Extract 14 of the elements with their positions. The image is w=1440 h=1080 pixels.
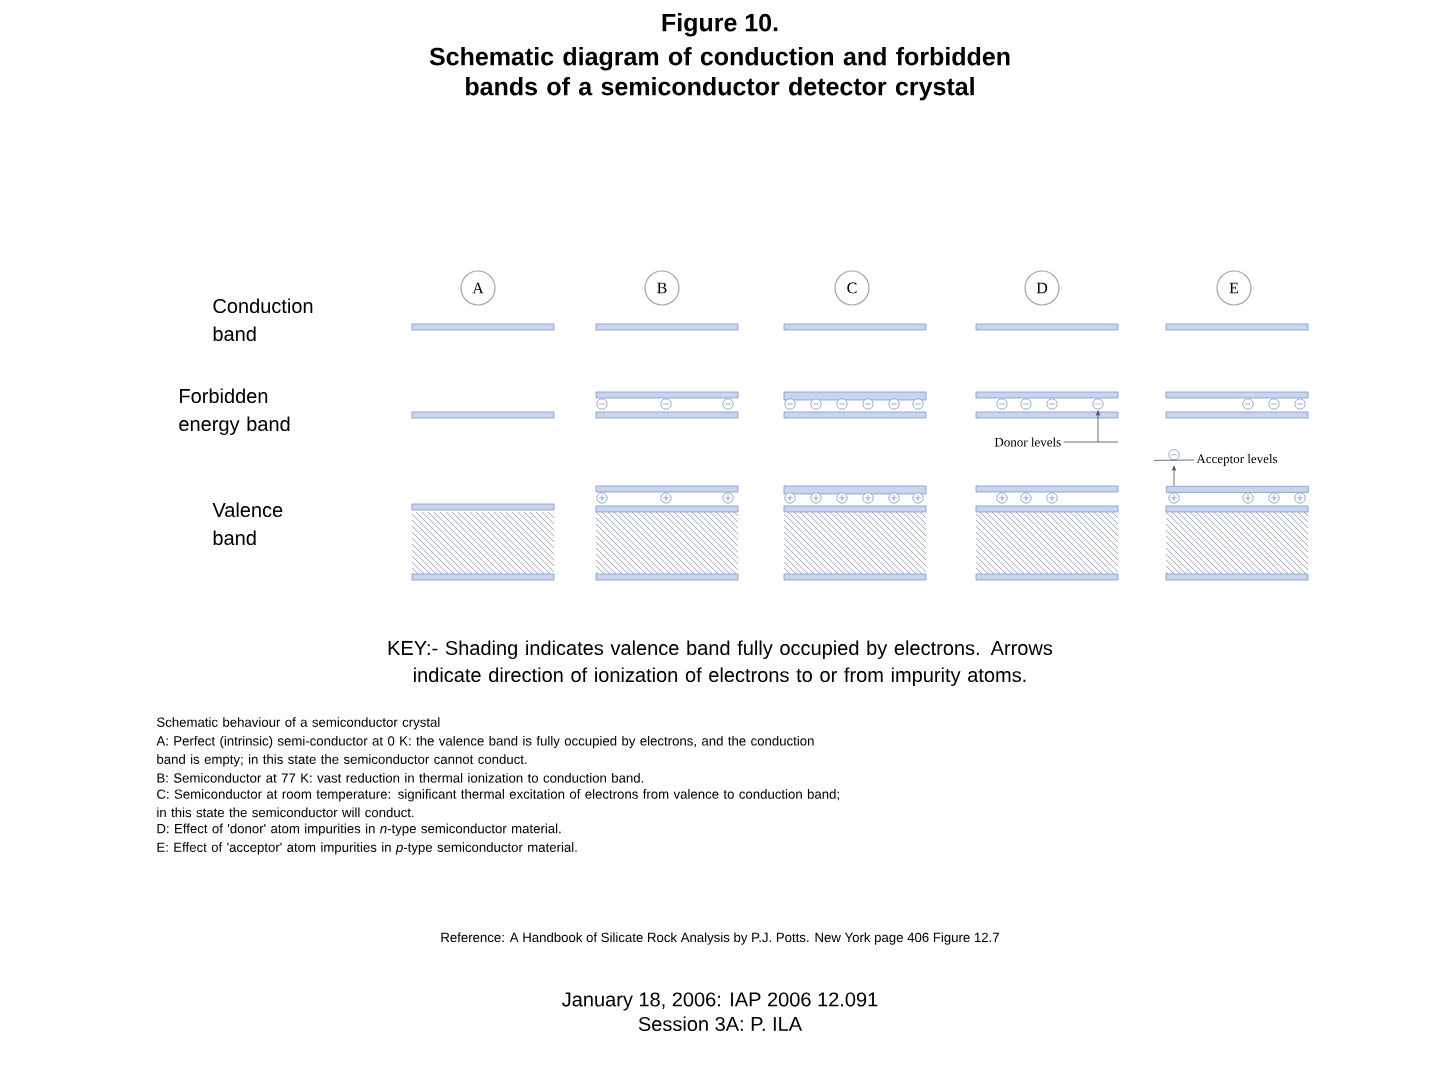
leader-line <box>1153 459 1195 461</box>
level-circle <box>1168 449 1180 461</box>
level-circle <box>1092 398 1104 410</box>
footer-text: January 18, 2006: IAP 2006 12.091 <box>562 992 878 1011</box>
ionization-arrow <box>1172 465 1176 487</box>
band-label: Valence band <box>212 502 283 546</box>
footer-text: Session 3A: P. ILA <box>638 1016 803 1032</box>
leader-arrow <box>1063 410 1119 443</box>
key-note: KEY:- Shading indicates valence band fully occupied by electrons. Arrows indicate direction of ionization of electrons to or from impurity atoms. <box>388 640 1053 686</box>
figure-title: Figure 10. <box>662 13 778 37</box>
band-label: Forbidden energy band <box>179 388 290 435</box>
figure-title: Schematic diagram of conduction and forbidden bands of a semiconductor detector crystal <box>429 47 1010 101</box>
band-label: Conduction band <box>213 298 313 342</box>
band-bar <box>1166 486 1309 493</box>
